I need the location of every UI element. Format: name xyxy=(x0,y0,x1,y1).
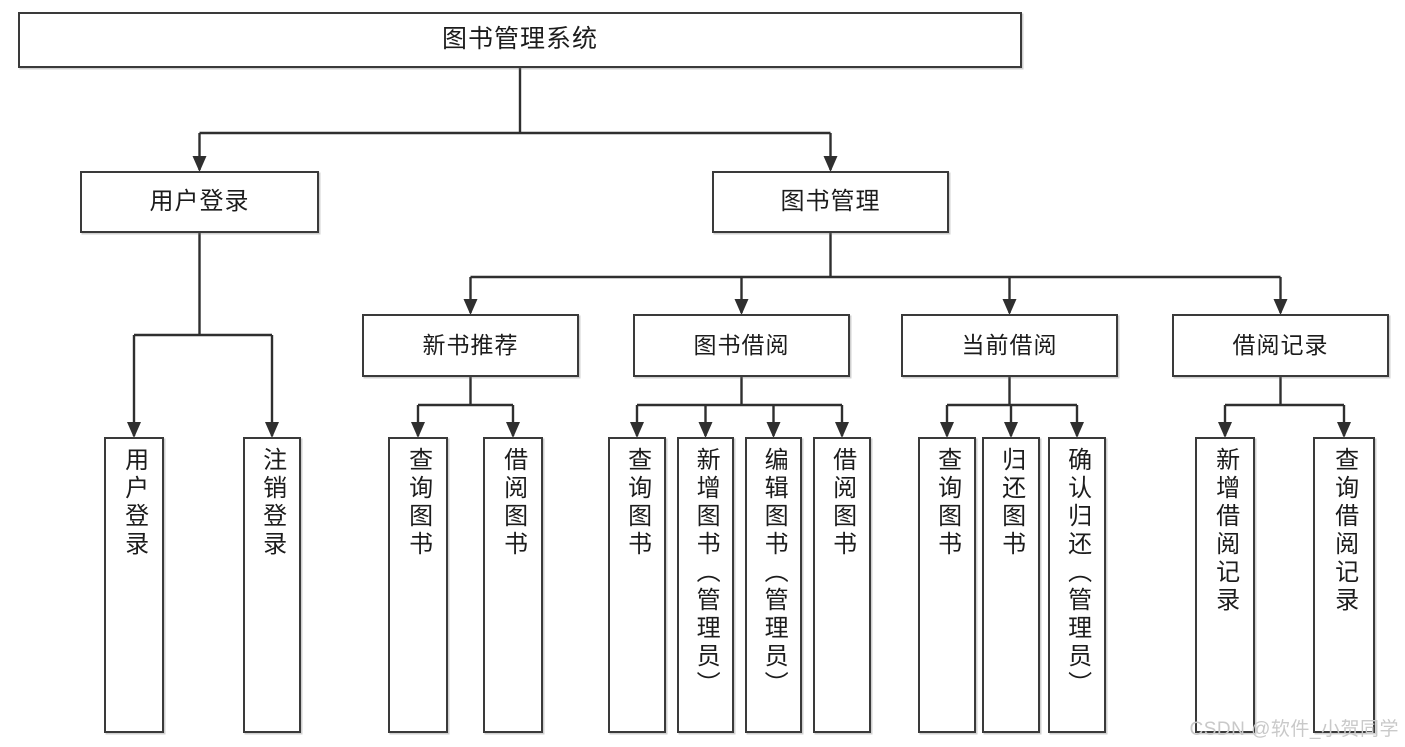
node-label-leaf-confirm-return: 确认归还（管理员） xyxy=(1063,447,1091,699)
node-label-leaf-query-book-current: 查询图书 xyxy=(933,447,961,559)
node-current-borrow: 当前借阅 xyxy=(901,314,1118,377)
arrowhead-leaf-confirm-return xyxy=(1070,422,1084,438)
node-leaf-query-book-borrow: 查询图书 xyxy=(608,437,666,733)
node-leaf-query-book-current: 查询图书 xyxy=(918,437,976,733)
arrowhead-new-book-recommend xyxy=(463,299,478,315)
node-label-leaf-add-book: 新增图书（管理员） xyxy=(692,447,720,699)
csdn-watermark: CSDN @软件_小贺同学 xyxy=(1189,719,1399,740)
node-label-leaf-query-book-rec: 查询图书 xyxy=(404,447,432,559)
node-leaf-confirm-return: 确认归还（管理员） xyxy=(1048,437,1106,733)
node-book-borrow: 图书借阅 xyxy=(633,314,850,377)
node-label-book-borrow: 图书借阅 xyxy=(693,331,790,358)
node-label-borrow-record: 借阅记录 xyxy=(1232,331,1329,358)
arrowhead-leaf-add-book xyxy=(698,422,713,438)
arrowhead-leaf-borrow-book-rec xyxy=(506,422,520,438)
arrowhead-leaf-edit-book xyxy=(766,422,781,438)
node-leaf-edit-book: 编辑图书（管理员） xyxy=(745,437,802,733)
arrowhead-current-borrow xyxy=(1002,299,1017,315)
arrowhead-borrow-record xyxy=(1273,299,1288,315)
node-label-leaf-query-borrow-record: 查询借阅记录 xyxy=(1330,447,1358,615)
node-leaf-borrow-book: 借阅图书 xyxy=(813,437,871,733)
arrowhead-leaf-user-login xyxy=(127,422,141,438)
node-book-manage: 图书管理 xyxy=(712,171,949,233)
node-leaf-user-logout: 注销登录 xyxy=(243,437,301,733)
arrowhead-leaf-query-book-current xyxy=(940,422,954,438)
node-user-login: 用户登录 xyxy=(80,171,319,233)
node-label-leaf-return-book: 归还图书 xyxy=(997,447,1025,559)
node-label-leaf-user-logout: 注销登录 xyxy=(258,447,286,559)
arrowhead-book-borrow xyxy=(734,299,749,315)
node-label-user-login: 用户登录 xyxy=(149,187,250,215)
arrowhead-book-manage xyxy=(823,156,838,172)
arrowhead-leaf-query-book-borrow xyxy=(630,422,644,438)
arrowhead-leaf-borrow-book xyxy=(835,422,849,438)
node-leaf-borrow-book-rec: 借阅图书 xyxy=(483,437,543,733)
node-leaf-query-borrow-record: 查询借阅记录 xyxy=(1313,437,1375,733)
node-leaf-add-book: 新增图书（管理员） xyxy=(677,437,734,733)
node-label-leaf-edit-book: 编辑图书（管理员） xyxy=(760,447,788,699)
arrowhead-leaf-query-book-rec xyxy=(411,422,425,438)
node-label-book-manage: 图书管理 xyxy=(780,187,881,215)
node-label-new-book-recommend: 新书推荐 xyxy=(422,331,519,358)
arrowhead-leaf-return-book xyxy=(1004,422,1018,438)
arrowhead-leaf-user-logout xyxy=(265,422,279,438)
arrowhead-leaf-query-borrow-record xyxy=(1337,422,1351,438)
node-label-leaf-query-book-borrow: 查询图书 xyxy=(623,447,651,559)
arrowhead-leaf-add-borrow-record xyxy=(1218,422,1232,438)
node-leaf-return-book: 归还图书 xyxy=(982,437,1040,733)
node-label-current-borrow: 当前借阅 xyxy=(961,331,1058,358)
node-root: 图书管理系统 xyxy=(18,12,1022,68)
node-label-root: 图书管理系统 xyxy=(441,25,598,54)
node-leaf-user-login: 用户登录 xyxy=(104,437,164,733)
arrowhead-user-login xyxy=(192,156,207,172)
node-label-leaf-borrow-book: 借阅图书 xyxy=(828,447,856,559)
node-borrow-record: 借阅记录 xyxy=(1172,314,1389,377)
node-label-leaf-borrow-book-rec: 借阅图书 xyxy=(499,447,527,559)
node-label-leaf-add-borrow-record: 新增借阅记录 xyxy=(1211,447,1239,615)
node-leaf-query-book-rec: 查询图书 xyxy=(388,437,448,733)
node-leaf-add-borrow-record: 新增借阅记录 xyxy=(1195,437,1255,733)
node-label-leaf-user-login: 用户登录 xyxy=(120,447,148,559)
node-new-book-recommend: 新书推荐 xyxy=(362,314,579,377)
